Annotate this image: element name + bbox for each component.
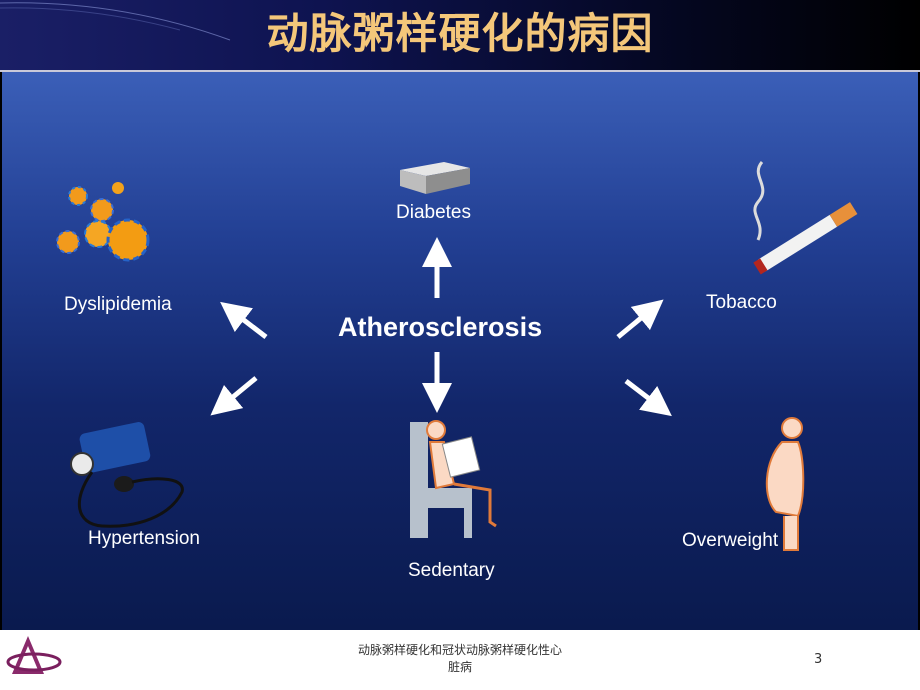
footer-caption-line1: 动脉粥样硬化和冠状动脉粥样硬化性心 <box>357 643 562 657</box>
footer-caption: 动脉粥样硬化和冠状动脉粥样硬化性心 脏病 <box>300 642 620 676</box>
sugar-cube-icon <box>400 162 470 194</box>
title-bar: 动脉粥样硬化的病因 <box>0 0 920 70</box>
header-decoration <box>0 2 231 41</box>
label-hypertension: Hypertension <box>88 528 200 549</box>
footer <box>0 630 920 690</box>
slide-title: 动脉粥样硬化的病因 <box>266 9 654 58</box>
logo-icon <box>6 636 62 674</box>
label-tobacco: Tobacco <box>706 292 777 313</box>
arrow-to-tobacco <box>616 299 664 339</box>
blood-pressure-cuff-icon <box>70 422 184 528</box>
center-label: Atherosclerosis <box>338 312 543 342</box>
lipoprotein-icon <box>56 182 150 262</box>
arrow-to-dyslipidemia <box>220 301 268 339</box>
overweight-person-icon <box>765 417 805 551</box>
label-diabetes: Diabetes <box>396 202 471 223</box>
page-number: 3 <box>814 652 823 667</box>
header-divider <box>0 70 920 72</box>
seated-person-icon <box>410 420 497 538</box>
cigarette-icon <box>753 161 858 275</box>
diagram-panel <box>2 72 918 630</box>
label-overweight: Overweight <box>682 530 779 551</box>
arrow-to-overweight <box>624 379 672 417</box>
label-dyslipidemia: Dyslipidemia <box>64 294 172 315</box>
arrow-to-hypertension <box>210 376 258 416</box>
footer-caption-line2: 脏病 <box>447 660 472 674</box>
label-sedentary: Sedentary <box>408 560 495 581</box>
